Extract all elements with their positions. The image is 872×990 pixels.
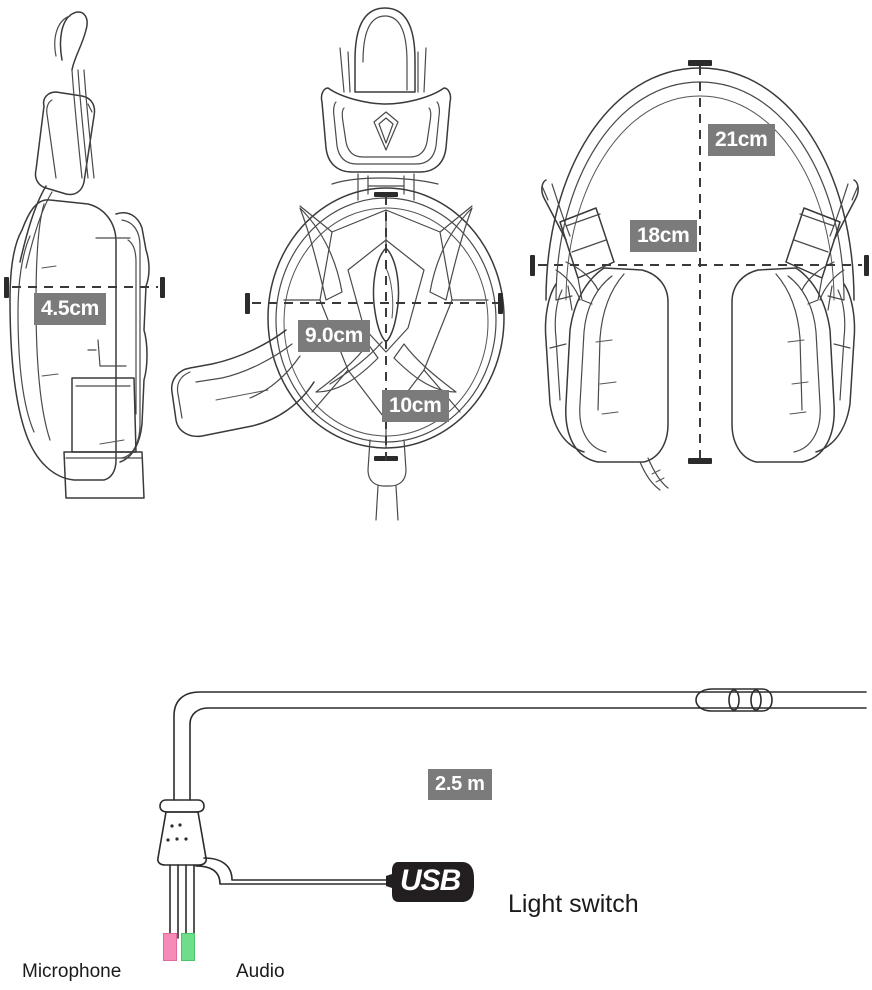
light-switch-label: Light switch — [508, 890, 639, 918]
audio-label: Audio — [236, 961, 285, 982]
dimension-badge-earcup-width: 9.0cm — [298, 320, 371, 352]
headset-side-view-art — [4, 11, 165, 499]
dim-line-21cm — [688, 60, 712, 464]
dimension-badge-earcup-height: 10cm — [382, 390, 449, 422]
dimension-badge-total-width: 18cm — [630, 220, 697, 252]
dim-line-18cm — [530, 255, 869, 276]
dimension-badge-total-height: 21cm — [708, 124, 775, 156]
usb-logo-label: USB — [400, 864, 461, 897]
audio-plug-chip — [181, 933, 195, 961]
dimension-badge-cable-length: 2.5 m — [428, 769, 492, 800]
headset-rear-view-art — [530, 60, 869, 491]
microphone-plug-chip — [163, 933, 177, 961]
dim-line-9-0cm — [245, 293, 506, 314]
microphone-label: Microphone — [22, 961, 122, 982]
headset-earcup-front-view-art — [170, 7, 506, 521]
dimension-badge-depth: 4.5cm — [34, 293, 107, 325]
